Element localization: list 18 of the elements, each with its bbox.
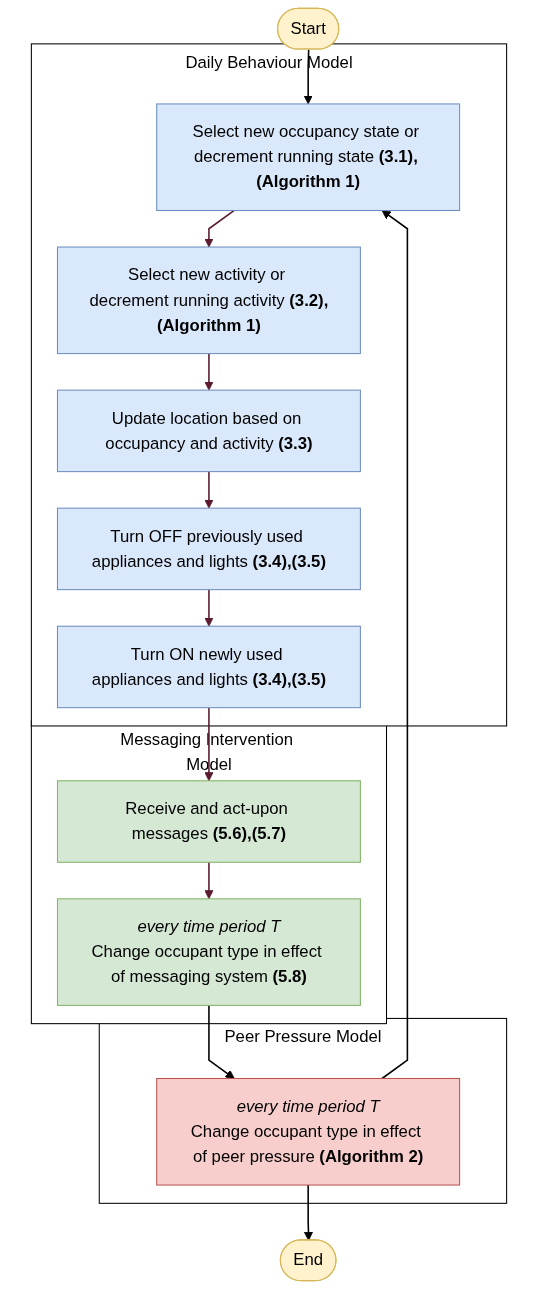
- node-box: Update location based on occupancy and activity (3.3): [56, 389, 361, 473]
- arrow: [203, 209, 235, 248]
- arrow: [207, 1004, 235, 1079]
- arrow: [203, 861, 214, 900]
- node-box: every time period T Change occupant type in effect of messaging system (5.8): [56, 898, 361, 1006]
- arrow: [203, 706, 214, 782]
- node-box: every time period T Change occupant type in effect of peer pressure (Algorithm 2): [155, 1077, 460, 1186]
- arrow: [203, 352, 214, 391]
- arrow: [203, 588, 214, 627]
- arrow: [203, 470, 214, 509]
- node-box: Receive and act-upon messages (5.6),(5.7): [56, 780, 361, 863]
- arrow: [303, 1184, 313, 1241]
- arrow: [303, 48, 313, 105]
- arrow: [380, 210, 408, 1080]
- node-box: Turn ON newly used appliances and lights (3.4),(3.5): [56, 625, 361, 709]
- node-box: Select new activity or decrement running activity (3.2),(Algorithm 1): [56, 246, 361, 355]
- node-box: Select new occupancy state or decrement running state (3.1), (Algorithm 1): [155, 103, 460, 211]
- node-box: Turn OFF previously used appliances and lights (3.4),(3.5): [56, 507, 361, 591]
